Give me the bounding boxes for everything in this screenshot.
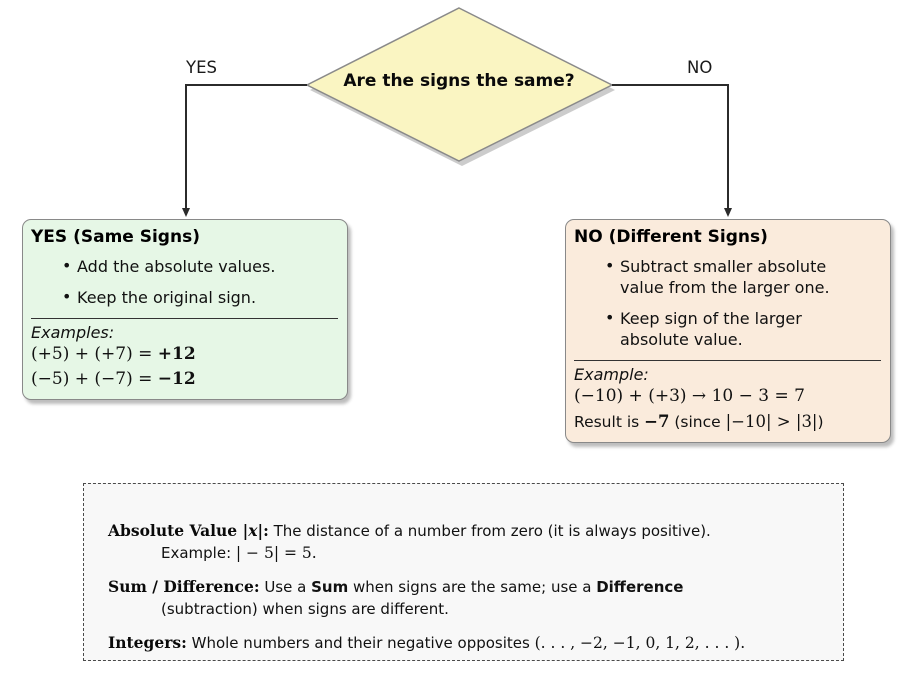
glossary-line: Example: | − 5| = 5. bbox=[108, 542, 817, 564]
no-box-bullet-list: Subtract smaller absolute value from the… bbox=[566, 255, 890, 350]
example-result: −12 bbox=[157, 369, 196, 389]
term-definition: The distance of a number from zero (it i… bbox=[268, 522, 711, 540]
glossary-entry-absolute-value: Absolute Value |x|: The distance of a nu… bbox=[108, 520, 817, 564]
decision-question: Are the signs the same? bbox=[343, 71, 575, 91]
example-line: (−10) + (+3) → 10 − 3 = 7 bbox=[574, 386, 805, 406]
example-expression: (−5) + (−7) = bbox=[31, 369, 158, 389]
result-math: |−10| > |3| bbox=[725, 412, 818, 431]
example-expression: (+5) + (+7) = bbox=[31, 344, 158, 364]
example-label: Example: bbox=[161, 544, 236, 562]
no-box: NO (Different Signs) Subtract smaller ab… bbox=[565, 219, 891, 443]
glossary-line: (subtraction) when signs are different. bbox=[161, 600, 449, 618]
examples-label: Examples: bbox=[31, 323, 115, 342]
glossary-entry-sum-difference: Sum / Difference: Use a Sum when signs a… bbox=[108, 576, 817, 620]
bullet-item: Subtract smaller absolute value from the… bbox=[605, 255, 844, 298]
bullet-item: Add the absolute values. bbox=[62, 255, 301, 277]
result-prefix: Result is bbox=[574, 413, 645, 431]
glossary-entry-integers: Integers: Whole numbers and their negati… bbox=[108, 632, 817, 654]
bullet-item: Keep sign of the larger absolute value. bbox=[605, 307, 844, 350]
term-definition: Use a Sum when signs are the same; use a… bbox=[259, 578, 684, 596]
yes-branch-label: YES bbox=[186, 58, 217, 77]
term-label: Integers: bbox=[108, 633, 187, 652]
glossary-line: Absolute Value |x|: The distance of a nu… bbox=[108, 520, 817, 542]
example-line: (+5) + (+7) = +12 bbox=[23, 342, 347, 367]
result-suffix: ) bbox=[817, 413, 824, 431]
example-divider bbox=[574, 360, 881, 361]
example-line: (−5) + (−7) = −12 bbox=[23, 367, 347, 392]
yes-connector-arrow bbox=[182, 84, 307, 217]
yes-box-title: YES (Same Signs) bbox=[31, 227, 200, 247]
term-definition: Whole numbers and their negative opposit… bbox=[186, 634, 535, 652]
example-result: +12 bbox=[157, 344, 196, 364]
yes-box-bullet-list: Add the absolute values. Keep the origin… bbox=[23, 255, 347, 308]
decision-diamond bbox=[305, 7, 614, 162]
example-math: | − 5| = 5. bbox=[235, 544, 317, 562]
no-box-title: NO (Different Signs) bbox=[574, 227, 768, 247]
no-branch-label: NO bbox=[687, 58, 713, 77]
glossary-line: Sum / Difference: Use a Sum when signs a… bbox=[108, 576, 817, 598]
example-label: Example: bbox=[574, 365, 649, 384]
integers-set-math: (. . . , −2, −1, 0, 1, 2, . . . ). bbox=[534, 634, 746, 652]
yes-box: YES (Same Signs) Add the absolute values… bbox=[22, 219, 348, 400]
result-line: Result is −7 (since |−10| > |3|) bbox=[566, 409, 890, 435]
term-label: Sum / Difference: bbox=[108, 577, 260, 596]
result-mid: (since bbox=[669, 413, 726, 431]
glossary-box: Absolute Value |x|: The distance of a nu… bbox=[83, 483, 844, 661]
glossary-line: Integers: Whole numbers and their negati… bbox=[108, 632, 817, 654]
examples-divider bbox=[31, 318, 338, 319]
bullet-item: Keep the original sign. bbox=[62, 286, 301, 308]
term-label: Absolute Value |x|: bbox=[108, 521, 269, 540]
result-value: −7 bbox=[644, 412, 670, 431]
no-connector-arrow bbox=[612, 84, 732, 217]
